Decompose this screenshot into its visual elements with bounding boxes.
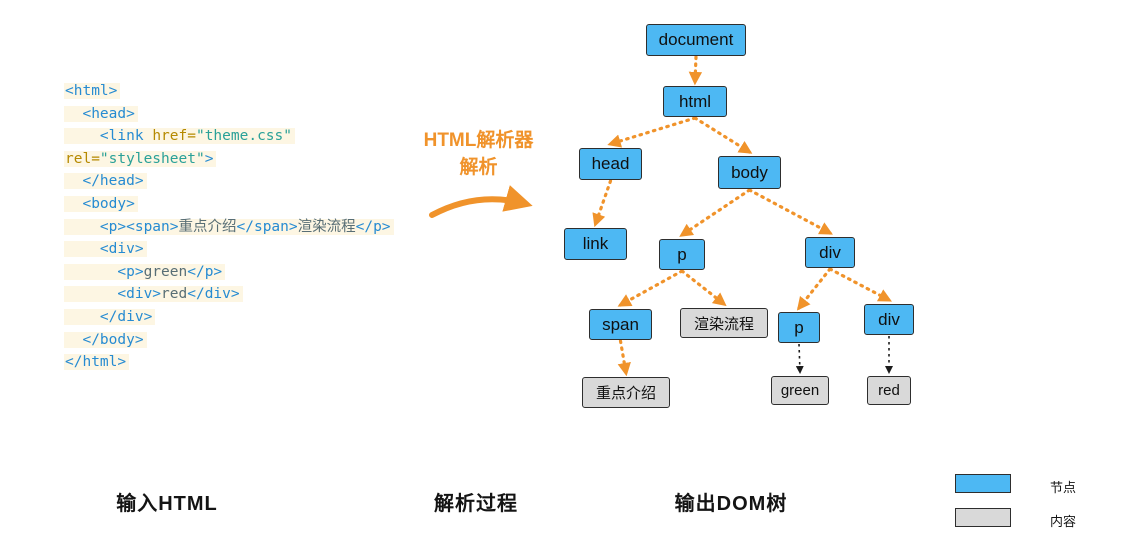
caption-output-dom-tree: 输出DOM树 — [674, 493, 788, 515]
tree-node-content-green: green — [771, 376, 829, 405]
code-line: <div> — [64, 238, 394, 261]
code-line: </head> — [64, 170, 394, 193]
tree-node-head: head — [579, 148, 642, 180]
tree-node-p1: p — [659, 239, 705, 270]
tree-node-div1: div — [805, 237, 855, 268]
code-line: </html> — [64, 351, 394, 374]
tree-node-content-intro: 重点介绍 — [582, 377, 670, 408]
tree-node-content-render: 渲染流程 — [680, 308, 768, 338]
tree-node-document: document — [646, 24, 746, 56]
parser-label-line2: 解析 — [459, 157, 498, 178]
caption-input-html: 输入HTML — [116, 493, 218, 515]
tree-node-body: body — [718, 156, 781, 189]
tree-node-content-red: red — [867, 376, 911, 405]
code-line: </body> — [64, 329, 394, 352]
parser-label: HTML解析器 解析 — [396, 127, 561, 181]
tree-node-span: span — [589, 309, 652, 340]
tree-node-div2: div — [864, 304, 914, 335]
caption-parse-process: 解析过程 — [434, 493, 518, 515]
parser-label-line1: HTML解析器 — [423, 130, 534, 151]
tree-node-link: link — [564, 228, 627, 260]
code-line: <body> — [64, 193, 394, 216]
code-line: <link href="theme.css" — [64, 125, 394, 148]
code-line: <head> — [64, 103, 394, 126]
tree-node-html: html — [663, 86, 727, 117]
code-line: rel="stylesheet"> — [64, 148, 394, 171]
code-block: <html> <head> <link href="theme.css"rel=… — [64, 80, 394, 374]
code-line: <div>red</div> — [64, 283, 394, 306]
tree-node-p2: p — [778, 312, 820, 343]
code-line: <html> — [64, 80, 394, 103]
code-line: <p><span>重点介绍</span>渲染流程</p> — [64, 216, 394, 239]
code-line: <p>green</p> — [64, 261, 394, 284]
code-line: </div> — [64, 306, 394, 329]
